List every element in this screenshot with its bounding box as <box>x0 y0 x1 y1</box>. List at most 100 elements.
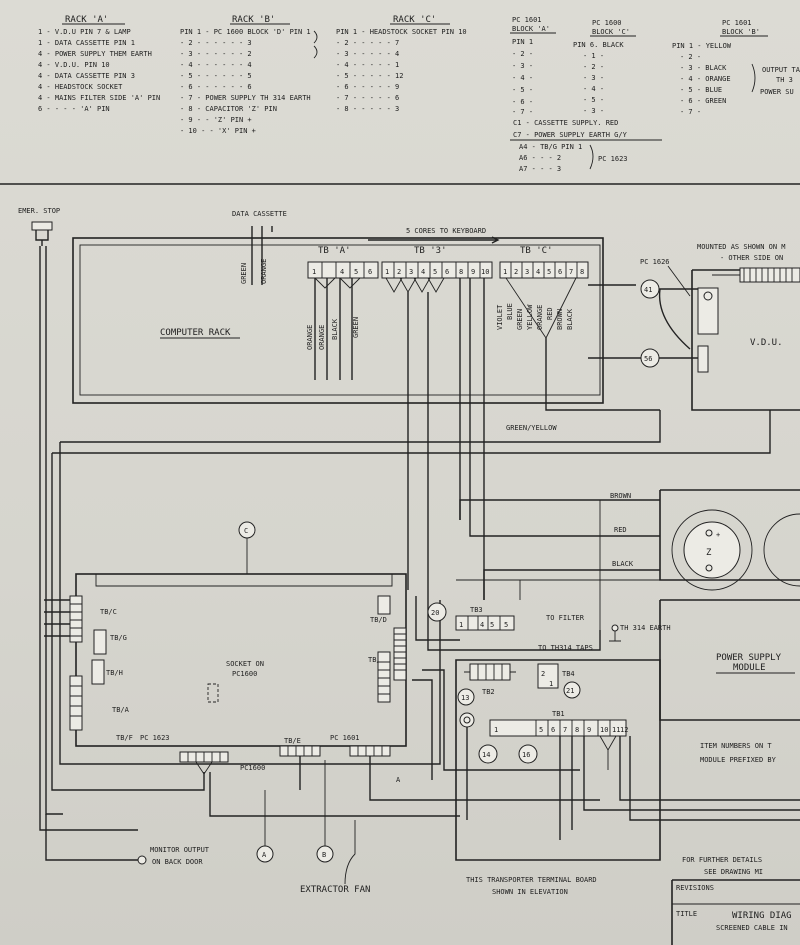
rack-c-title: RACK 'C' <box>393 15 436 25</box>
pc1601-bottom-label: PC 1601 <box>330 734 360 742</box>
tb-g-left-label: TB/G <box>110 634 127 642</box>
terminal-number: 1 <box>503 268 507 276</box>
extractor-fan-label: EXTRACTOR FAN <box>300 885 370 895</box>
rack-b-row: - 5 - - - - - - 5 <box>180 72 252 80</box>
pc1601b-subtitle: BLOCK 'B' <box>722 28 760 36</box>
pc1601b-row: PIN 1 - YELLOW <box>672 42 732 50</box>
wire-label: ORANGE <box>318 325 326 350</box>
terminal-block-tb3: 20 TB3 1 4 5 5 TO TH314 TAPS TO FILTER T… <box>427 500 671 652</box>
emer-stop-label: EMER. STOP <box>18 207 60 215</box>
brown-label: BROWN <box>610 492 631 500</box>
socket-pc1600-label: PC1600 <box>232 670 257 678</box>
power-supply-module: POWER SUPPLY MODULE ITEM NUMBERS ON T MO… <box>659 599 800 764</box>
tb-c-left-label: TB/C <box>100 608 117 616</box>
rack-a-table: RACK 'A' 1 - V.D.U PIN 7 & LAMP 1 - DATA… <box>38 15 160 113</box>
rack-c-row: PIN 1 - HEADSTOCK SOCKET PIN 10 <box>336 28 467 36</box>
callout-14-label: 14 <box>482 751 490 759</box>
terminal-number: 6 <box>551 726 555 734</box>
pc1601b-side: POWER SU <box>760 88 794 96</box>
terminal-number: 5 <box>354 268 358 276</box>
rack-a-row: 4 - MAINS FILTER SIDE 'A' PIN <box>38 94 160 102</box>
tb-a-label: TB 'A' <box>318 246 351 256</box>
rack-b-row: - 7 - POWER SUPPLY TH 314 EARTH <box>180 94 311 102</box>
pc1601b-row: - 4 - ORANGE <box>680 75 731 83</box>
tb-b-label: TB '3' <box>414 246 447 256</box>
rack-a-row: 4 - V.D.U. PIN 10 <box>38 61 110 69</box>
rack-b-row: - 9 - - 'Z' PIN + <box>180 116 252 124</box>
wire-label: GREEN <box>516 309 524 330</box>
terminal-number: 1 <box>494 726 498 734</box>
item-numbers-note-2: MODULE PREFIXED BY <box>700 756 777 764</box>
pc1601-block-a-table: PC 1601 BLOCK 'A' PIN 1 - 2 - - 3 - - 4 … <box>510 16 556 116</box>
cap-note: C7 - POWER SUPPLY EARTH G/Y <box>513 131 628 139</box>
rack-a-row: 1 - DATA CASSETTE PIN 1 <box>38 39 135 47</box>
wire-label: BLACK <box>331 318 339 340</box>
wire-label: GREEN <box>240 263 248 284</box>
terminal-number: 5 <box>539 726 543 734</box>
terminal-number: 4 <box>480 621 484 629</box>
pc1600-board: TB/C TB/G TB/H TB/A TB/F PC 1623 SOCKET … <box>44 573 407 747</box>
title-label: TITLE <box>676 910 697 918</box>
callout-13-label: 13 <box>461 694 469 702</box>
vdu-unit: V.D.U. <box>691 267 800 411</box>
terminal-number: 2 <box>541 670 545 678</box>
data-cassette-label: DATA CASSETTE <box>232 210 287 218</box>
pc1601a-row: - 3 - <box>512 62 533 70</box>
wire-label: VIOLET <box>496 304 504 330</box>
rack-c-row: - 3 - - - - - 4 <box>336 50 399 58</box>
mounted-label: MOUNTED AS SHOWN ON M <box>697 243 786 251</box>
terminal-number: 9 <box>587 726 591 734</box>
cap-note: A4 - TB/G PIN 1 <box>519 143 582 151</box>
terminal-number: 8 <box>580 268 584 276</box>
pc1601a-row: - 2 - <box>512 50 533 58</box>
vdu-label: V.D.U. <box>750 338 783 348</box>
callout-41-label: 41 <box>644 286 652 294</box>
transporter-note-2: SHOWN IN ELEVATION <box>492 888 568 896</box>
title-block: FOR FURTHER DETAILS SEE DRAWING MI REVIS… <box>671 856 800 945</box>
pc1626-label: PC 1626 <box>640 258 670 266</box>
tb1-label: TB1 <box>552 710 565 718</box>
rack-c-row: - 2 - - - - - 7 <box>336 39 399 47</box>
tb-d-right-label: TB/D <box>370 616 387 624</box>
rack-b-row: - 4 - - - - - - 4 <box>180 61 252 69</box>
pc1601a-row: - 5 - <box>512 86 533 94</box>
terminal-number: 4 <box>421 268 425 276</box>
wire-label: BLUE <box>506 303 514 320</box>
rack-b-row: - 8 - CAPACITOR 'Z' PIN <box>180 105 277 113</box>
wire-label: BROWN <box>556 309 564 330</box>
tb-f-left-label: TB/F <box>116 734 133 742</box>
pc1600c-row: - 4 - <box>583 85 604 93</box>
pc1601a-title: PC 1601 <box>512 16 542 24</box>
socket-on-label: SOCKET ON <box>226 660 264 668</box>
rack-c-row: - 5 - - - - - 12 <box>336 72 403 80</box>
rack-a-row: 4 - POWER SUPPLY THEM EARTH <box>38 50 152 58</box>
terminal-number: 6 <box>558 268 562 276</box>
cap-note: A7 - - - 3 <box>519 165 561 173</box>
callout-16-label: 16 <box>522 751 530 759</box>
pc1601b-row: - 3 - BLACK <box>680 64 727 72</box>
rack-c-table: RACK 'C' PIN 1 - HEADSTOCK SOCKET PIN 10… <box>336 15 467 113</box>
terminal-number: 1 <box>385 268 389 276</box>
pc1600c-row: - 5 - <box>583 96 604 104</box>
monitor-output-label: MONITOR OUTPUT <box>150 846 210 854</box>
revisions-label: REVISIONS <box>676 884 714 892</box>
tb3-label: TB3 <box>470 606 483 614</box>
pc1601a-row: - 4 - <box>512 74 533 82</box>
other-side-label: - OTHER SIDE ON <box>720 254 783 262</box>
rack-a-row: 6 - - - - 'A' PIN <box>38 105 110 113</box>
to-filter-label: TO FILTER <box>546 614 585 622</box>
th314-earth-label: TH 314 EARTH <box>620 624 671 632</box>
power-supply-label: POWER SUPPLY <box>716 653 782 663</box>
pc1600c-subtitle: BLOCK 'C' <box>592 28 630 36</box>
cap-note: C1 - CASSETTE SUPPLY. RED <box>513 119 618 127</box>
terminal-number: 7 <box>569 268 573 276</box>
rack-c-row: - 7 - - - - - 6 <box>336 94 399 102</box>
terminal-number: 7 <box>563 726 567 734</box>
callout-b-label: B <box>322 851 326 859</box>
monitor-output-terminal <box>137 855 147 865</box>
power-supply-label-2: MODULE <box>733 663 766 673</box>
computer-rack: COMPUTER RACK <box>72 237 604 404</box>
callout-16 <box>518 744 538 764</box>
pc1601b-side: OUTPUT TA <box>762 66 800 74</box>
